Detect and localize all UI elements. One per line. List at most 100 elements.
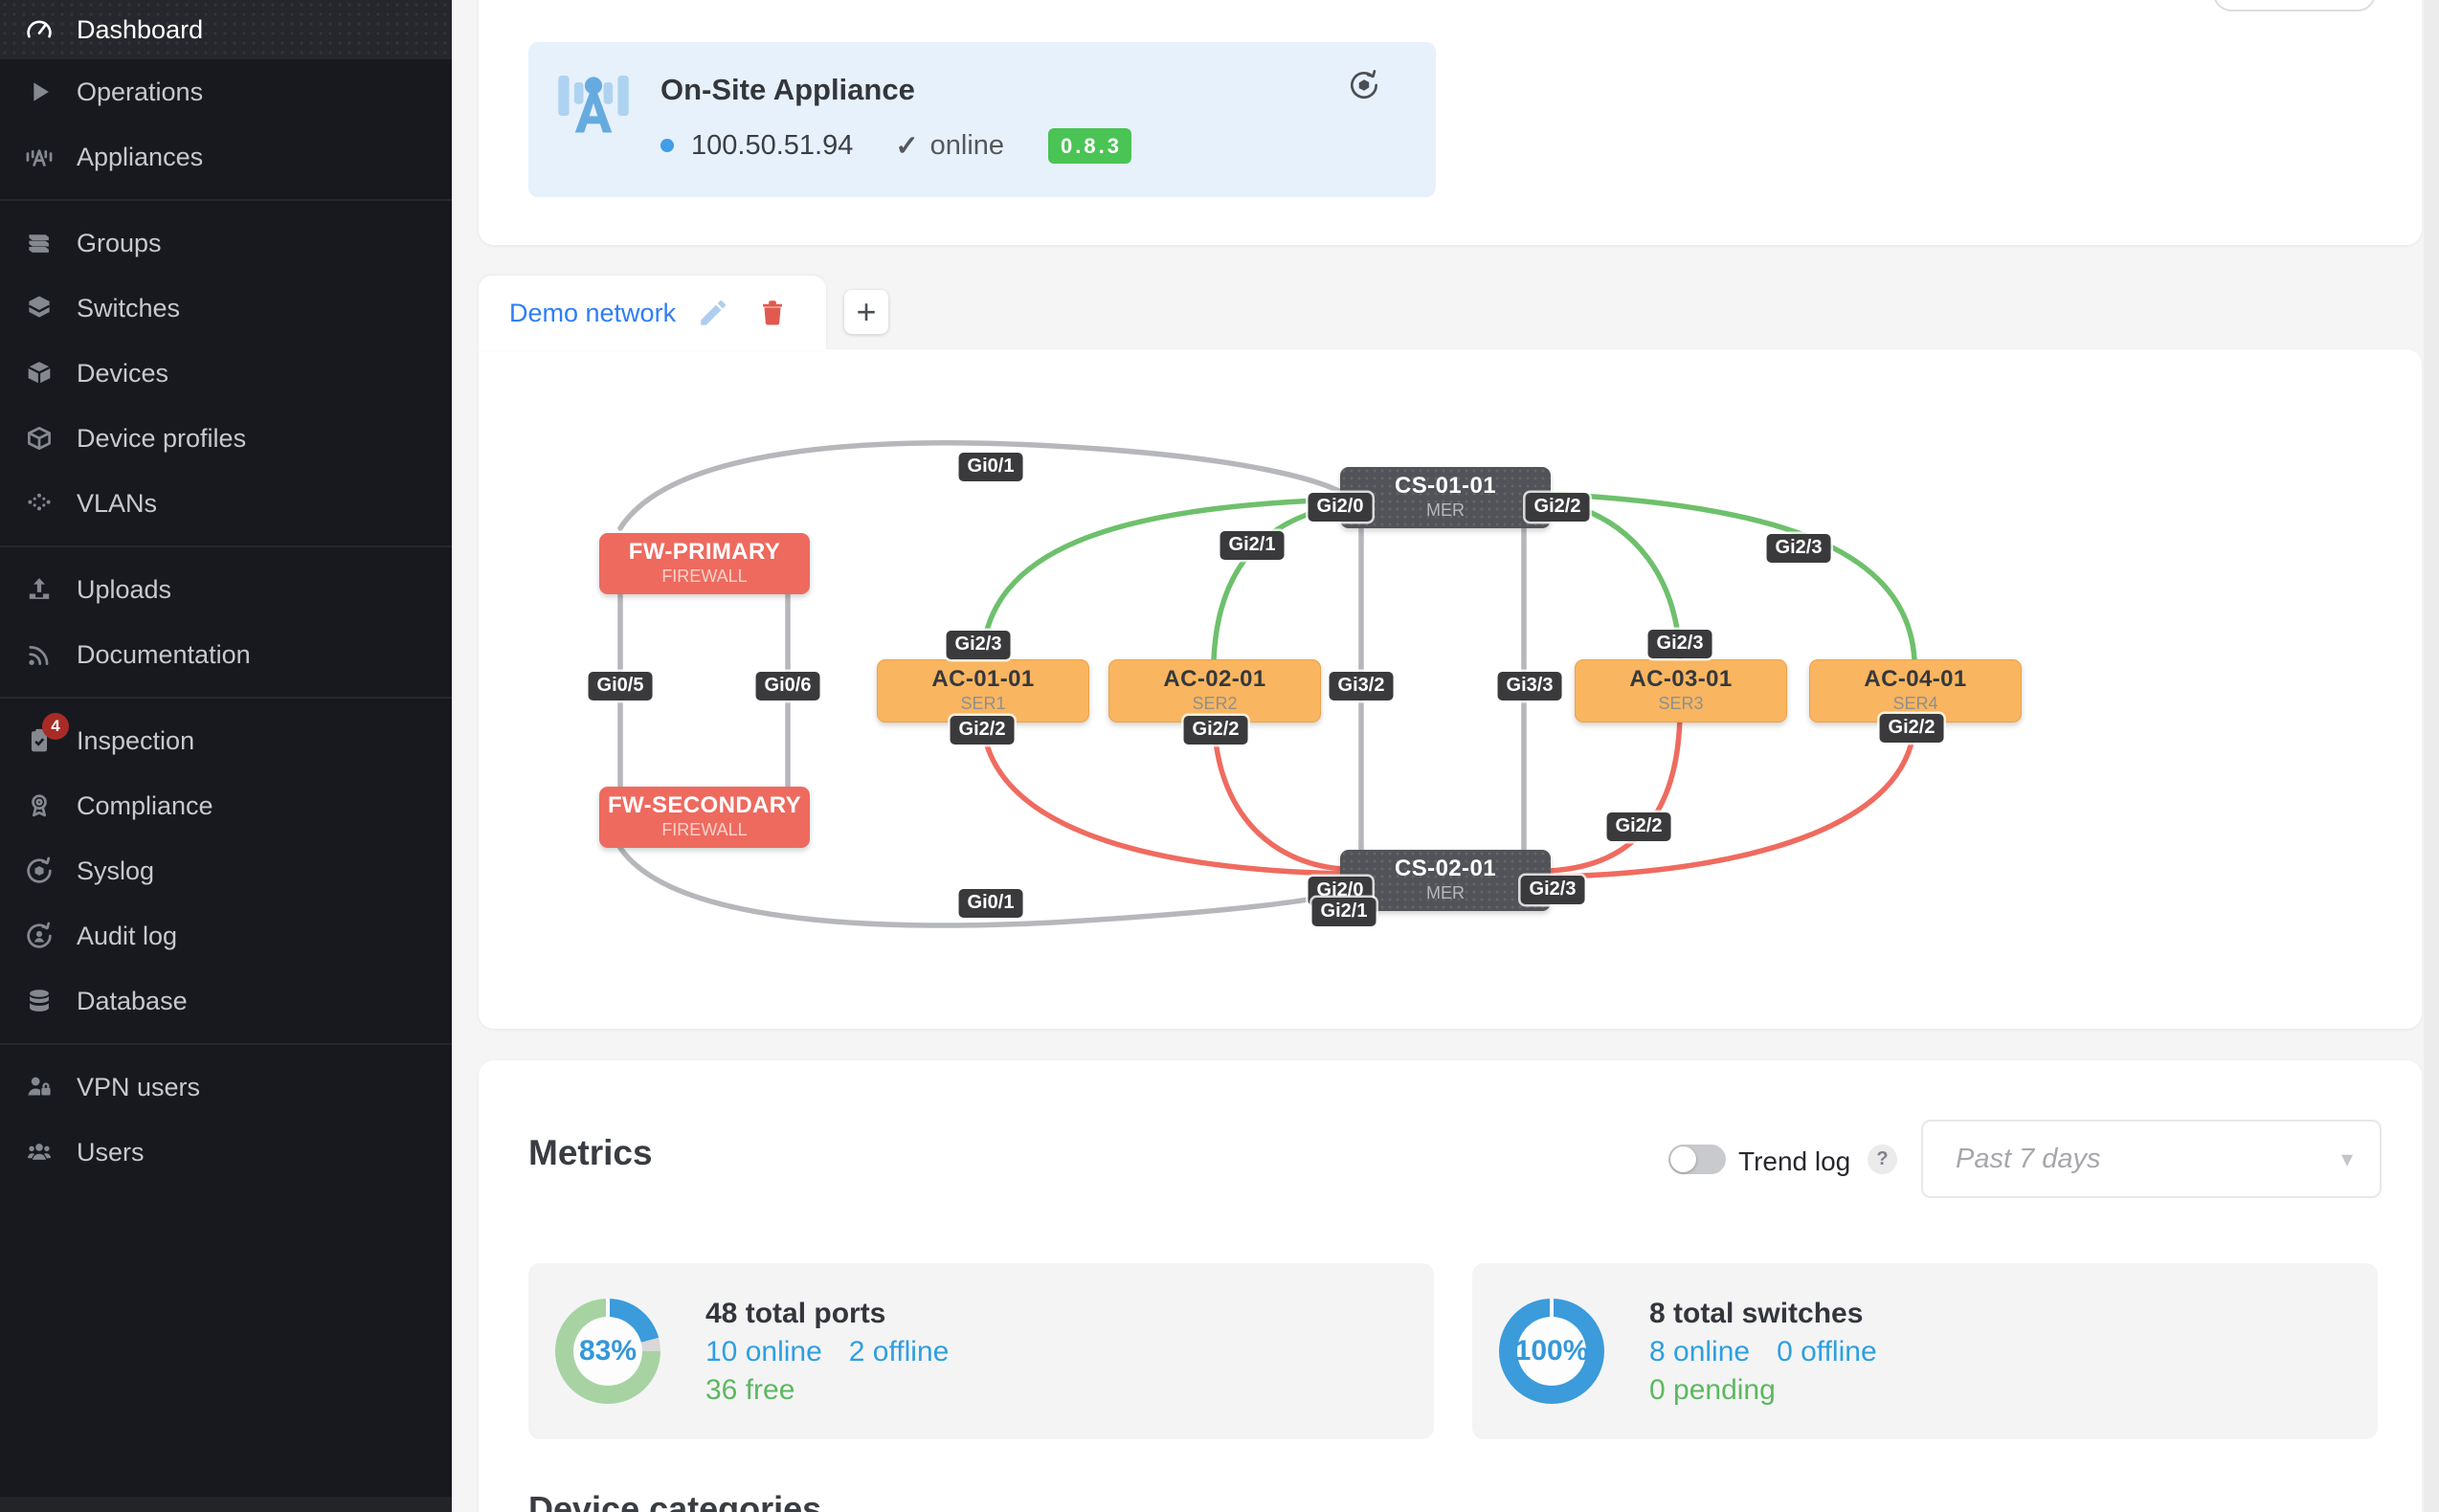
sidebar-item-audit-log[interactable]: Audit log — [0, 903, 452, 968]
add-network-tab-button[interactable]: + — [844, 290, 888, 334]
sidebar-item-devices[interactable]: Devices — [0, 341, 452, 406]
metric-stat: 0 pending — [1649, 1374, 1776, 1406]
metric-stat-row: 0 pending — [1649, 1371, 1877, 1410]
sidebar-item-label: Documentation — [77, 639, 251, 669]
sidebar-item-documentation[interactable]: Documentation — [0, 622, 452, 687]
plus-icon: + — [856, 292, 877, 331]
scrollbar-track[interactable] — [2424, 0, 2439, 1512]
metric-card-title: 48 total ports — [705, 1298, 886, 1329]
node-title: FW-SECONDARY — [607, 792, 802, 818]
sidebar-item-compliance[interactable]: Compliance — [0, 773, 452, 838]
port-label: Gi0/5 — [588, 672, 653, 700]
sidebar-item-switches[interactable]: Switches — [0, 276, 452, 341]
metrics-panel: Metrics Trend log ? Past 7 days ▾ 83%48 … — [479, 1060, 2422, 1512]
node-title: CS-01-01 — [1395, 473, 1496, 499]
metric-stat: 8 online — [1649, 1336, 1751, 1367]
sidebar-item-label: Switches — [77, 293, 181, 322]
port-label: Gi2/2 — [1183, 716, 1248, 745]
sidebar-item-vpn-users[interactable]: VPN users — [0, 1055, 452, 1120]
tab-demo-network[interactable]: Demo network — [479, 276, 826, 350]
port-label: Gi2/2 — [1879, 714, 1944, 743]
node-sublabel: SER3 — [1658, 694, 1704, 713]
sidebar-item-label: Uploads — [77, 574, 172, 604]
sidebar-item-inspection[interactable]: 4 Inspection — [0, 708, 452, 773]
sidebar-item-vlans[interactable]: VLANs — [0, 471, 452, 536]
metric-stat: 10 online — [705, 1336, 822, 1367]
node-title: AC-01-01 — [931, 666, 1035, 692]
delete-trash-icon[interactable] — [756, 297, 789, 329]
port-label: Gi3/2 — [1329, 672, 1394, 700]
sidebar-item-dashboard[interactable]: Dashboard — [0, 0, 452, 59]
donut-percent: 83% — [578, 1335, 638, 1367]
tab-label: Demo network — [509, 298, 677, 327]
database-icon — [23, 985, 56, 1017]
sidebar-divider — [0, 1043, 452, 1045]
appliance-panel: On-Site Appliance 100.50.51.94 ✓ online … — [479, 0, 2422, 245]
donut-gap — [606, 1299, 610, 1318]
sidebar-item-uploads[interactable]: Uploads — [0, 557, 452, 622]
sidebar-item-groups[interactable]: Groups — [0, 211, 452, 276]
metric-card-title: 8 total switches — [1649, 1298, 1864, 1329]
node-title: FW-PRIMARY — [628, 539, 781, 565]
sidebar-item-label: Inspection — [77, 725, 195, 755]
sidebar-item-users[interactable]: Users — [0, 1120, 452, 1185]
port-label: Gi2/1 — [1220, 531, 1285, 560]
switch-cube-icon — [23, 292, 56, 324]
server-stack-icon — [23, 227, 56, 259]
version-badge: 0.8.3 — [1048, 127, 1131, 164]
sidebar-item-label: Users — [77, 1137, 145, 1167]
sidebar-item-label: Database — [77, 986, 188, 1015]
topology-edge — [1211, 712, 1345, 872]
sidebar-item-database[interactable]: Database — [0, 968, 452, 1034]
appliance-title: On-Site Appliance — [660, 73, 915, 106]
time-range-value: Past 7 days — [1956, 1143, 2101, 1174]
help-icon[interactable]: ? — [1868, 1145, 1897, 1174]
refresh-syslog-icon[interactable] — [1346, 67, 1382, 103]
sidebar-item-appliances[interactable]: Appliances — [0, 124, 452, 189]
donut-chart: 83% — [555, 1299, 660, 1404]
donut-hole: 100% — [1515, 1317, 1588, 1386]
sidebar-item-syslog[interactable]: Syslog — [0, 838, 452, 903]
node-title: AC-04-01 — [1864, 666, 1967, 692]
port-label: Gi2/2 — [1606, 812, 1671, 841]
sidebar-item-device-profiles[interactable]: Device profiles — [0, 406, 452, 471]
topology-edge — [979, 497, 1345, 662]
node-fw-primary[interactable]: FW-PRIMARY FIREWALL — [599, 533, 810, 594]
trend-log-label: Trend log — [1738, 1146, 1851, 1176]
port-label: Gi2/1 — [1311, 898, 1376, 926]
rss-icon — [23, 638, 56, 671]
appliance-status-row: 100.50.51.94 ✓ online 0.8.3 — [660, 126, 1131, 165]
edit-pencil-icon[interactable] — [697, 297, 729, 329]
time-range-select[interactable]: Past 7 days ▾ — [1921, 1120, 2382, 1198]
sidebar-item-operations[interactable]: Operations — [0, 59, 452, 124]
port-label: Gi0/6 — [755, 672, 820, 700]
sidebar-item-label: Device profiles — [77, 423, 247, 453]
donut-chart: 100% — [1499, 1299, 1604, 1404]
clipboard-check-icon: 4 — [23, 713, 69, 757]
donut-gap — [1550, 1299, 1554, 1318]
sidebar-divider — [0, 697, 452, 699]
top-right-button[interactable] — [2213, 0, 2376, 11]
sidebar-item-label: Operations — [77, 77, 204, 106]
topology-edge — [1546, 712, 1917, 879]
sidebar-item-label: Dashboard — [77, 14, 204, 44]
trend-log-toggle[interactable] — [1668, 1145, 1726, 1174]
sidebar-item-label: Groups — [77, 228, 162, 257]
appliance-card[interactable]: On-Site Appliance 100.50.51.94 ✓ online … — [528, 42, 1436, 197]
node-title: AC-03-01 — [1629, 666, 1733, 692]
port-label: Gi2/3 — [1647, 630, 1712, 658]
node-sublabel: FIREWALL — [661, 567, 748, 586]
port-label: Gi0/1 — [958, 453, 1023, 481]
antenna-icon — [23, 141, 56, 173]
